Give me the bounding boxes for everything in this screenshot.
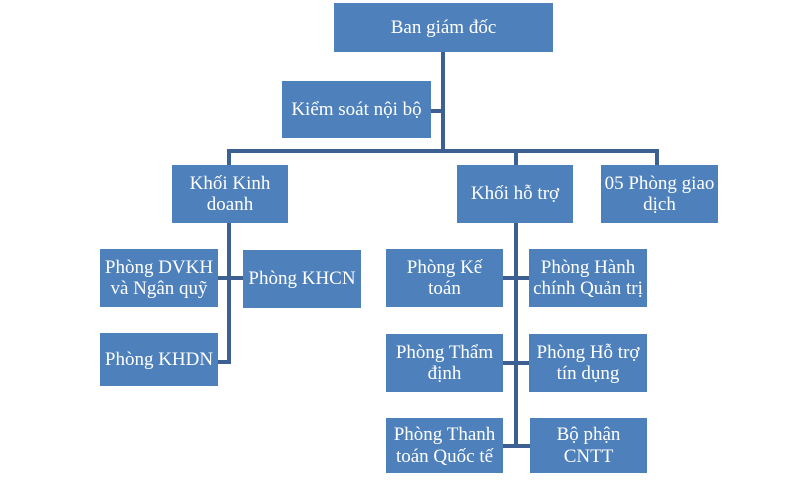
connector-stub-khdn	[218, 360, 231, 364]
connector-root-trunk	[441, 52, 445, 152]
connector-stub-ke-toan-hanh-chinh	[503, 276, 529, 280]
connector-stub-dvkh-khcn	[218, 276, 243, 280]
connector-assistant-stub	[431, 109, 441, 113]
connector-stub-thanh-toan-cntt	[503, 444, 530, 448]
node-phong-thanh-toan-quoc-te: Phòng Thanh toán Quốc tế	[386, 418, 503, 473]
node-phong-khdn: Phòng KHDN	[100, 333, 218, 386]
node-khoi-ho-tro: Khối hỗ trợ	[457, 165, 573, 223]
connector-elbow-mid	[514, 149, 518, 166]
node-phong-ke-toan: Phòng Kế toán	[386, 249, 503, 307]
connector-level2-horizontal	[227, 149, 659, 153]
node-phong-khcn: Phòng KHCN	[243, 250, 361, 308]
connector-ho-tro-trunk	[514, 222, 518, 448]
node-05-phong-giao-dich: 05 Phòng giao dịch	[601, 165, 718, 223]
node-kiem-soat-noi-bo: Kiểm soát nội bộ	[282, 81, 431, 138]
node-khoi-kinh-doanh: Khối Kinh doanh	[172, 165, 288, 223]
connector-elbow-right	[655, 149, 659, 166]
node-phong-tham-dinh: Phòng Thẩm định	[386, 334, 503, 392]
node-bo-phan-cntt: Bộ phận CNTT	[530, 418, 647, 473]
node-phong-ho-tro-tin-dung: Phòng Hỗ trợ tín dụng	[529, 334, 647, 392]
connector-kinh-doanh-trunk	[227, 222, 231, 364]
node-ban-giam-doc: Ban giám đốc	[334, 3, 553, 52]
node-phong-dvkh-ngan-quy: Phòng DVKH và Ngân quỹ	[100, 249, 218, 307]
node-phong-hanh-chinh-quan-tri: Phòng Hành chính Quản trị	[529, 249, 647, 307]
connector-elbow-left	[227, 149, 231, 166]
connector-stub-tham-dinh-ho-tro	[503, 361, 529, 365]
